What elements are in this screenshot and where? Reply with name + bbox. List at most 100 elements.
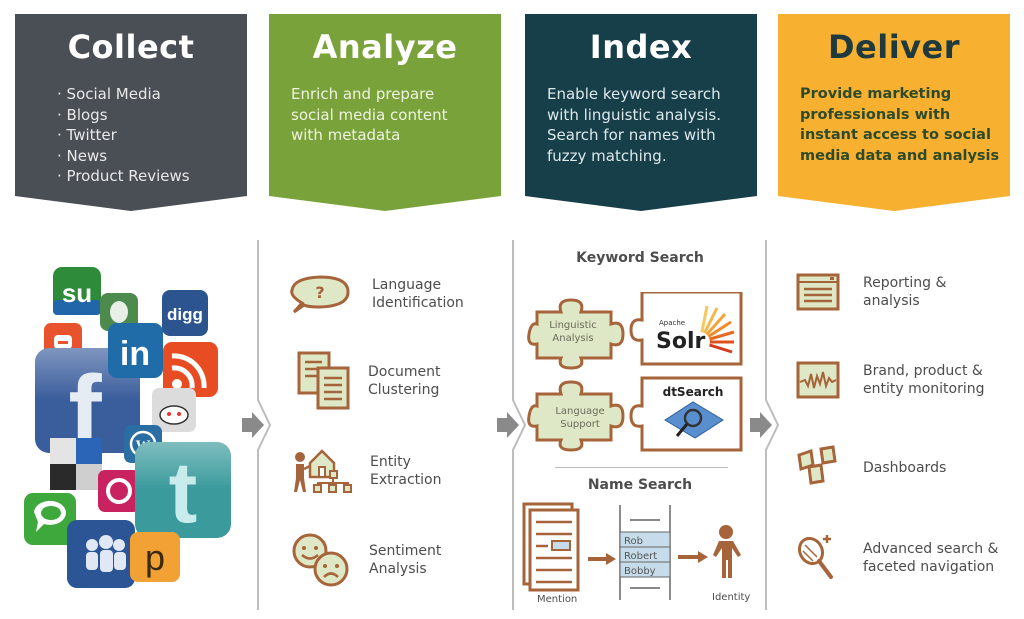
magnifier-map-icon [664, 401, 724, 439]
collect-item: Blogs [57, 105, 237, 126]
digg-icon: digg [162, 290, 208, 336]
person-identity-icon [713, 525, 741, 578]
svg-text:dtSearch: dtSearch [663, 385, 724, 399]
deliver-line: Provide marketing [800, 86, 952, 102]
keyword-search-heading: Keyword Search [576, 250, 704, 266]
arrow-right-icon [750, 412, 772, 438]
deliver-item-label: Dashboards [863, 460, 947, 476]
analyze-to-index-divider [497, 240, 527, 610]
index-line: fuzzy matching. [547, 146, 667, 165]
deliver-item-reporting: Reporting &analysis [795, 272, 946, 312]
collect-item: Twitter [57, 125, 237, 146]
arrow-right-icon [588, 553, 616, 565]
arrow-right-icon [678, 551, 708, 563]
entity-hierarchy-icon [294, 449, 352, 493]
index-banner: Index Enable keyword search with linguis… [525, 14, 757, 214]
mention-document-icon [522, 502, 580, 592]
collect-item: Social Media [57, 84, 237, 105]
collect-list: Social Media Blogs Twitter News Product … [57, 84, 237, 187]
twitter-icon: t [135, 442, 231, 541]
documents-icon [297, 351, 350, 410]
delicious-icon [50, 438, 102, 490]
deliver-line: instant access to social [800, 127, 991, 143]
deliver-line: media data and analysis [800, 147, 1000, 164]
index-line: with linguistic analysis. [547, 105, 722, 124]
analyze-line: social media content [291, 105, 448, 124]
svg-text:Bobby: Bobby [624, 566, 656, 577]
analyze-title: Analyze [312, 28, 458, 66]
myspace-icon [67, 520, 135, 588]
deliver-line: professionals with [800, 106, 951, 123]
svg-text:Apache: Apache [659, 319, 685, 327]
evernote-icon [100, 293, 138, 331]
svg-text:Support: Support [560, 419, 600, 430]
index-description: Enable keyword search with linguistic an… [547, 84, 747, 166]
svg-text:Solr: Solr [656, 329, 706, 354]
svg-text:digg: digg [167, 305, 203, 324]
svg-text:Analysis: Analysis [552, 333, 593, 344]
dtsearch-logo: dtSearch [629, 376, 743, 452]
monitoring-waveform-icon [796, 361, 840, 399]
deliver-item-label: Reporting &analysis [863, 275, 947, 309]
arrow-right-icon [242, 412, 264, 438]
svg-text:Robert: Robert [624, 551, 657, 562]
index-section-divider [555, 467, 728, 468]
svg-text:Rob: Rob [624, 536, 643, 547]
svg-text:Linguistic: Linguistic [549, 320, 597, 331]
svg-text:t: t [169, 445, 198, 541]
stumbleupon-icon: su [53, 267, 101, 315]
analyze-banner: Analyze Enrich and prepare social media … [269, 14, 501, 214]
keyword-search-puzzle: Linguistic Analysis Language Support Apa… [527, 292, 743, 452]
mention-label: Mention [537, 594, 578, 605]
svg-text:su: su [62, 278, 92, 308]
deliver-title: Deliver [827, 28, 961, 66]
svg-text:?: ? [315, 283, 324, 302]
svg-text:in: in [120, 335, 150, 373]
index-line: Enable keyword search [547, 85, 721, 103]
deliver-item-label: Advanced search &faceted navigation [863, 541, 999, 575]
deliver-item-advanced-search: Advanced search &faceted navigation [795, 533, 998, 583]
index-title: Index [589, 28, 693, 66]
puzzle-piece-icon: Language Support [527, 380, 625, 452]
deliver-item-label: Brand, product &entity monitoring [863, 363, 985, 397]
arrow-right-icon [497, 412, 519, 438]
index-line: Search for names with [547, 126, 716, 144]
name-search-heading: Name Search [587, 477, 693, 493]
deliver-banner-shape [778, 14, 1010, 211]
dashboards-icon [797, 445, 837, 485]
puzzle-piece-icon: Linguistic Analysis [527, 298, 625, 370]
technorati-icon [24, 493, 76, 545]
index-banner-shape [525, 14, 757, 211]
apache-solr-logo: Apache Solr [629, 292, 743, 366]
analyze-line: with metadata [291, 126, 401, 144]
report-window-icon [796, 273, 840, 311]
analyze-description: Enrich and prepare social media content … [291, 84, 491, 146]
name-variants-list: Rob Robert Bobby [619, 505, 671, 600]
collect-title: Collect [67, 28, 195, 66]
identity-label: Identity [712, 592, 751, 603]
deliver-item-dashboards: Dashboards [795, 445, 946, 491]
collect-to-analyze-divider [242, 240, 272, 610]
svg-text:Language: Language [555, 406, 604, 417]
svg-text:p: p [145, 537, 165, 578]
posterous-icon: p [130, 532, 180, 582]
deliver-description: Provide marketing professionals with ins… [800, 84, 1000, 166]
solr-sunburst-icon [690, 305, 735, 354]
analyze-banner-shape [269, 14, 501, 211]
name-search-flow: Rob Robert Bobby [522, 502, 741, 600]
smiley-faces-icon [292, 533, 349, 587]
speech-bubble-question-icon: ? [290, 275, 350, 314]
deliver-item-monitoring: Brand, product &entity monitoring [795, 360, 985, 400]
index-to-deliver-divider [750, 240, 780, 610]
collect-item: Product Reviews [57, 166, 237, 187]
analyze-line: Enrich and prepare [291, 85, 435, 103]
reddit-icon [152, 388, 196, 432]
